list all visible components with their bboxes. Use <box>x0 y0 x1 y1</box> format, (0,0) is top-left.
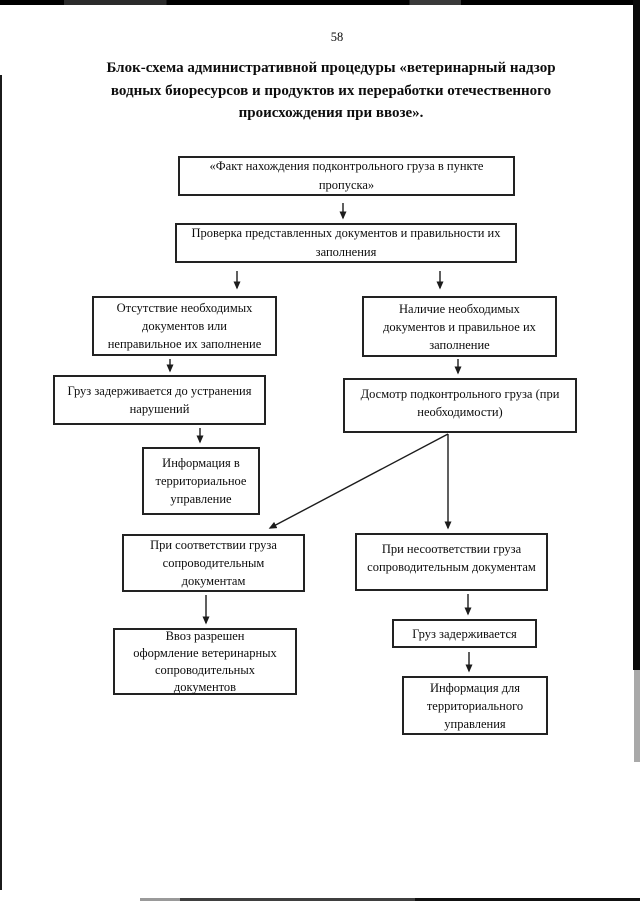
arrow-inspection-to-match <box>268 433 449 529</box>
flow-box-info-to-territorial-administration: Информация в территориальное управление <box>142 447 260 515</box>
scan-edge-top <box>0 0 640 5</box>
flow-box-missing-documents: Отсутствие необходимых документов или не… <box>92 296 277 356</box>
page-number: 58 <box>330 30 344 44</box>
flow-box-import-allowed: Ввоз разрешен оформление ветеринарных со… <box>113 628 297 695</box>
scan-edge-right-fade <box>634 670 640 762</box>
flow-box-cargo-matches-documents: При соответствии груза сопроводительным … <box>122 534 305 592</box>
flow-box-document-check: Проверка представленных документов и пра… <box>175 223 517 263</box>
flow-box-cargo-at-checkpoint: «Факт нахождения подконтрольного груза в… <box>178 156 515 196</box>
scan-edge-left <box>0 75 2 890</box>
flow-box-cargo-mismatch-documents: При несоответствии груза сопроводительны… <box>355 533 548 591</box>
flow-box-cargo-inspection: Досмотр подконтрольного груза (при необх… <box>343 378 577 433</box>
flow-box-cargo-detained: Груз задерживается <box>392 619 537 648</box>
flow-box-cargo-detained-until-fixed: Груз задерживается до устранения нарушен… <box>53 375 266 425</box>
scan-edge-right <box>633 0 640 670</box>
flow-box-documents-present: Наличие необходимых документов и правиль… <box>362 296 557 357</box>
flow-box-info-for-territorial-administration: Информация для территориального управлен… <box>402 676 548 735</box>
scan-edge-bottom <box>140 898 640 901</box>
page-title: Блок-схема административной процедуры «в… <box>106 60 556 121</box>
